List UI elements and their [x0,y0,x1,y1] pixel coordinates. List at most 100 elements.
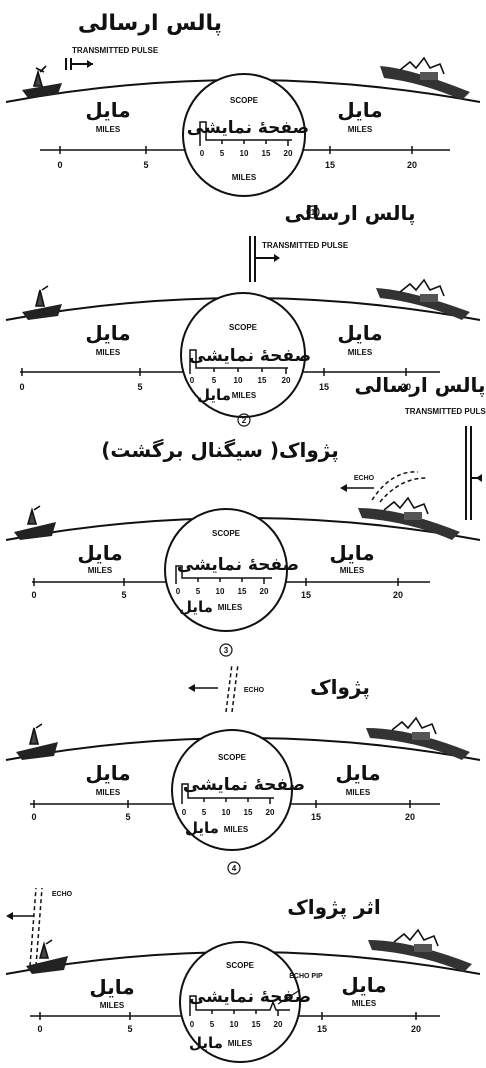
miles-en-left: MILES [88,566,113,575]
scale-tick-0: 0 [31,590,36,600]
scope-label: SCOPE [229,323,258,332]
miles-fa-left: مایل [89,975,134,999]
scale-tick-0: 0 [57,160,62,170]
arrow-left-icon [188,684,195,692]
scope-tick: 0 [182,808,187,817]
miles-fa-right: مایل [337,321,382,345]
scale-tick-15: 15 [325,160,335,170]
target-ship-icon [376,278,470,320]
scope-tick: 5 [210,1020,215,1029]
echo-label: ECHO [244,687,265,694]
scale-tick-5: 5 [143,160,148,170]
scope-fa-label: صفحهٔ نمایشی [187,118,309,138]
scope-tick: 5 [220,149,225,158]
scope-circle [182,73,306,197]
radar-ship-icon [14,505,56,540]
pulse-label: TRANSMITTED PULSE [72,46,159,55]
panel-1-title: پالس ارسالی [78,11,222,36]
step-number: 1 [311,208,316,217]
pulse-marker [465,426,481,520]
scope-trace [181,783,274,804]
scope-tick: 15 [252,1020,261,1029]
scope-tick: 15 [238,587,247,596]
target-ship-icon [368,928,472,972]
radar-ship-icon [26,939,68,974]
scope-tick: 20 [266,808,275,817]
miles-en-left: MILES [96,125,121,134]
miles-en-left: MILES [96,788,121,797]
scope-miles-fa: مایل [185,819,219,837]
scope-fa-label: صفحهٔ نمایشی [177,555,299,575]
scope-miles-label: MILES [232,173,257,182]
scope-tick: 10 [230,1020,239,1029]
arrow-right-icon [87,60,93,68]
miles-fa-left: مایل [85,321,130,345]
panel-3: TRANSMITTED PULSE پژواک( سیگنال برگشت) E… [5,407,486,657]
panel-2-caption: پالس ارسالی [354,373,485,398]
scale-tick-15: 15 [319,382,329,392]
scope-tick: 10 [216,587,225,596]
scope-tick: 5 [212,376,217,385]
scope-tick: 10 [234,376,243,385]
scope-tick: 15 [244,808,253,817]
scope-tick: 0 [200,149,205,158]
echo-wave [29,887,43,967]
scope-circle [171,729,293,851]
miles-fa-right: مایل [335,761,380,785]
miles-fa-left: مایل [85,98,130,122]
miles-fa-left: مایل [77,541,122,565]
scope-label: SCOPE [212,529,241,538]
scope-label: SCOPE [226,961,255,970]
scope-tick: 5 [196,587,201,596]
miles-fa-right: مایل [341,973,386,997]
panel-4-title: پژواک [310,675,370,700]
radar-ship-icon [16,723,58,760]
scale-tick-0: 0 [37,1024,42,1034]
scale-tick-20: 20 [411,1024,421,1034]
scale-tick-15: 15 [317,1024,327,1034]
scope-miles-label: MILES [232,391,257,400]
scale-tick-20: 20 [393,590,403,600]
scale-tick-15: 15 [301,590,311,600]
miles-en-right: MILES [340,566,365,575]
scale-tick-5: 5 [121,590,126,600]
scope-tick: 10 [240,149,249,158]
arrow-left-icon [340,484,347,492]
scope-fa-label: صفحهٔ نمایشی [189,346,311,366]
miles-fa-right: مایل [337,98,382,122]
target-ship-icon [380,56,470,100]
scale-tick-20: 20 [401,382,411,392]
scope-circle [164,508,288,632]
scope-label: SCOPE [218,753,247,762]
scope-miles-label: MILES [224,825,249,834]
scope-fa-label: صفحهٔ نمایشی [189,987,311,1007]
miles-fa-left: مایل [85,761,130,785]
miles-en-right: MILES [348,348,373,357]
echo-label: ECHO [354,475,375,482]
panel-5: ECHO اثر پژواک مایل MILES مایل MILES 0 5… [5,887,481,1063]
scope-tick: 20 [284,149,293,158]
scope-miles-label: MILES [228,1039,253,1048]
panel-4: ECHO پژواک مایل MILES مایل MILES 0 5 15 … [5,663,481,875]
step-number-circle [227,861,241,875]
scope-trace [175,565,272,584]
panel-1: پالس ارسالی TRANSMITTED PULSE مایل MILES… [5,11,481,226]
panel-1-caption: پالس ارسالی [284,201,415,226]
echo-label: ECHO [52,891,73,898]
scope-tick: 15 [258,376,267,385]
miles-en-right: MILES [352,999,377,1008]
scale-tick-20: 20 [405,812,415,822]
scope-circle [180,292,306,418]
echo-pip-pointer [277,989,301,1005]
miles-en-right: MILES [346,788,371,797]
scope-circle [179,941,301,1063]
step-number-circle [306,205,320,219]
scope-tick: 20 [260,587,269,596]
scope-miles-fa: مایل [189,1034,223,1052]
arrow-left-icon [476,474,482,482]
echo-wave [225,663,239,713]
pulse-label: TRANSMITTED PULSE [262,241,349,250]
scope-label: SCOPE [230,96,259,105]
